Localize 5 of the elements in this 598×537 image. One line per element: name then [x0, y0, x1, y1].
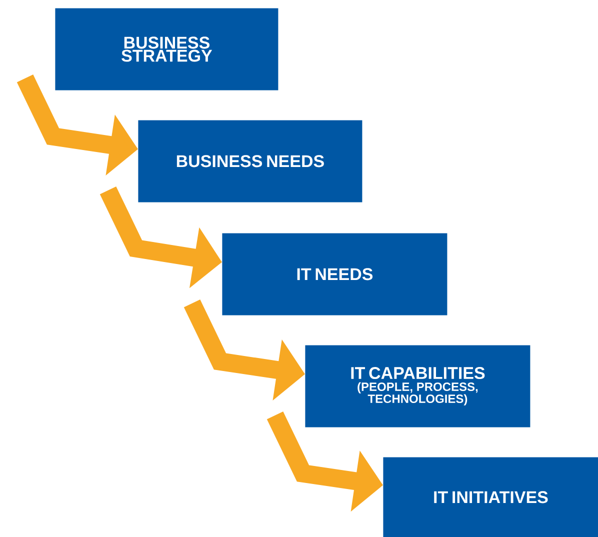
process-box: IT CAPABILITIES (PEOPLE, PROCESS, TECHNOLOGIES) [305, 345, 530, 428]
process-box: BUSINESS STRATEGY [55, 8, 278, 90]
process-box: IT INITIATIVES [383, 457, 598, 537]
process-box: IT NEEDS [222, 233, 448, 316]
process-box: BUSINESS NEEDS [138, 120, 362, 202]
